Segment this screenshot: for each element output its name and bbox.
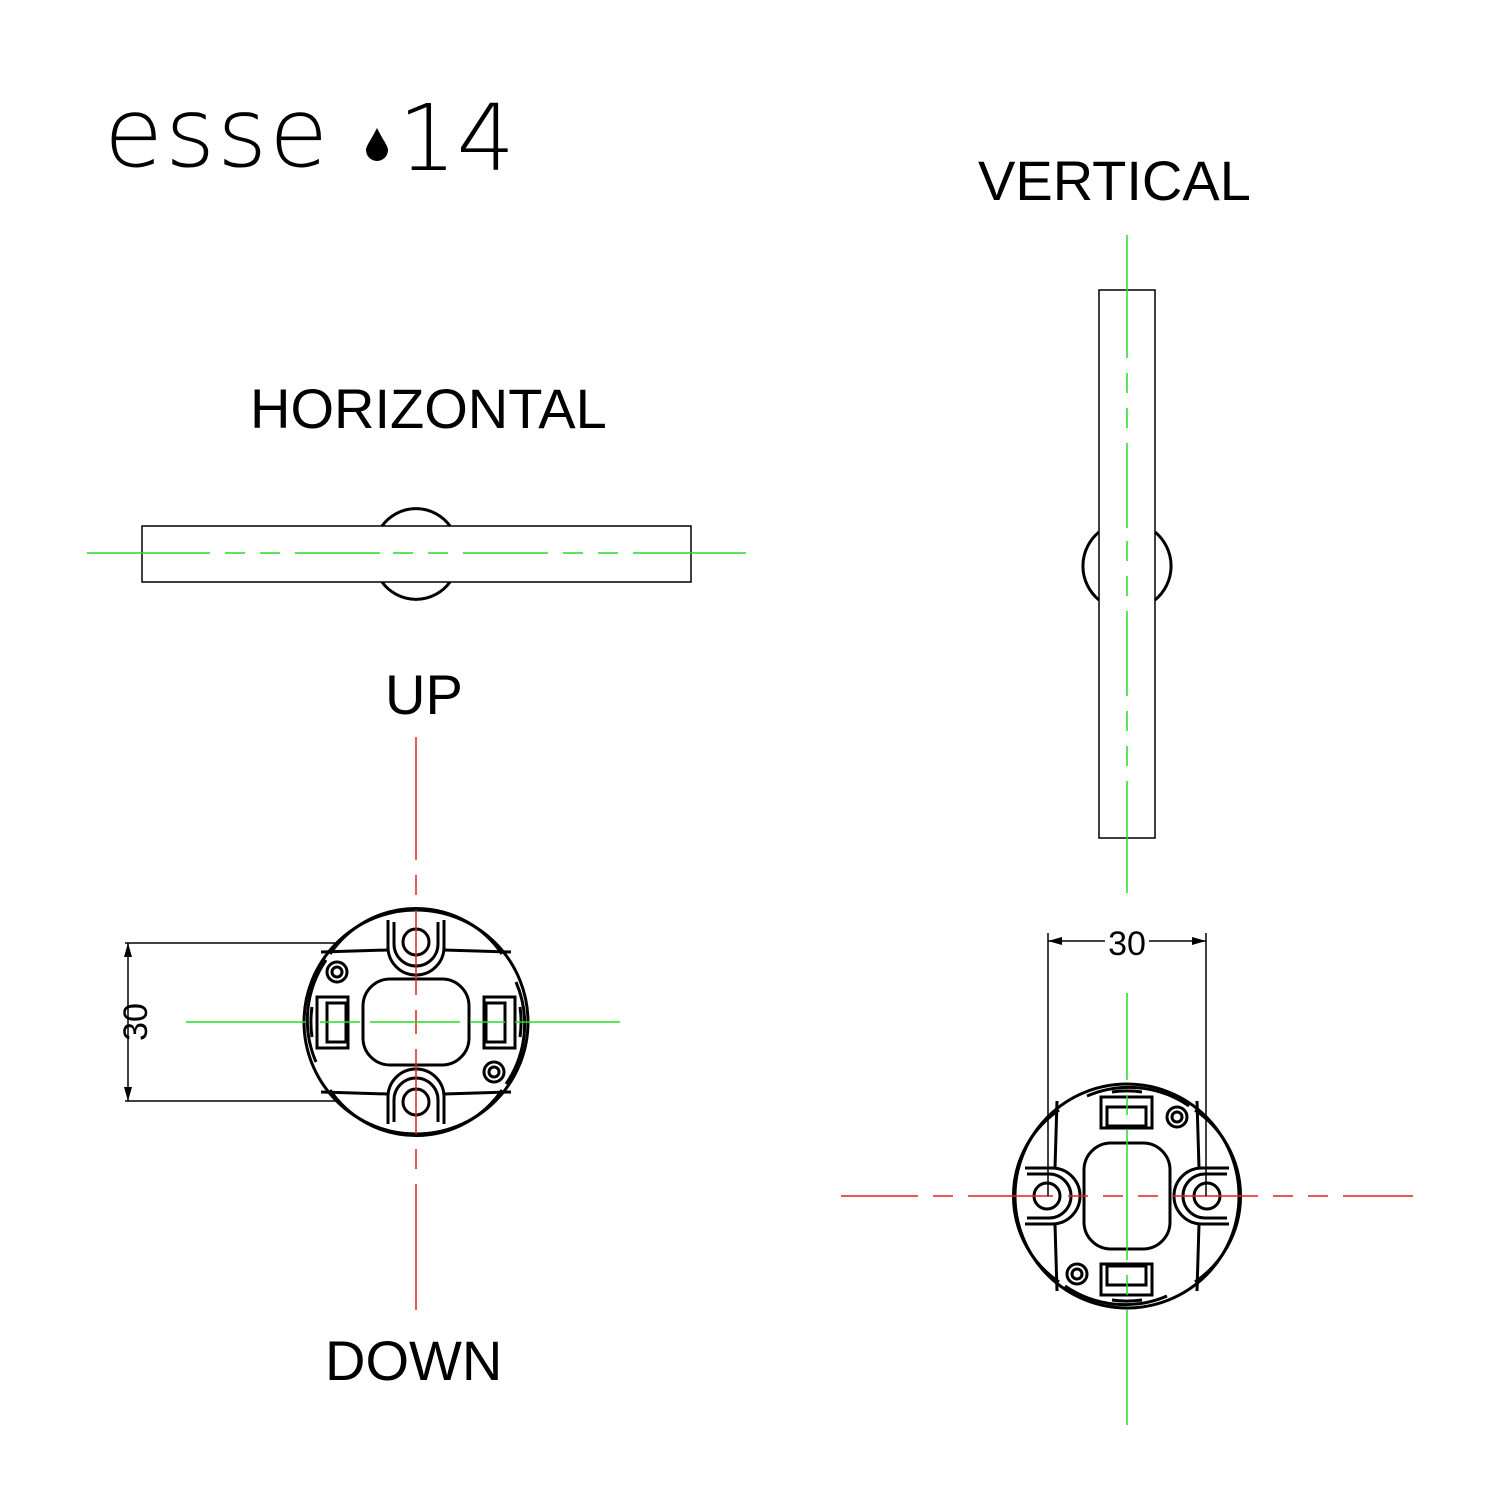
vertical-fixture-view	[1081, 235, 1173, 893]
label-horizontal: HORIZONTAL	[250, 377, 607, 440]
horizontal-fixture-view	[87, 507, 746, 601]
dimension-30-right: 30	[1108, 925, 1146, 963]
mounting-plate-up-down: 30	[117, 737, 620, 1310]
mounting-plate-side: 30	[841, 925, 1413, 1425]
esse14-logo: esse 14	[104, 77, 515, 192]
water-drop-icon	[366, 128, 388, 161]
dimension-30-left: 30	[117, 1003, 155, 1041]
logo-text-14: 14	[398, 85, 515, 192]
label-vertical: VERTICAL	[978, 149, 1251, 212]
label-down: DOWN	[325, 1329, 502, 1392]
logo-text-esse: esse	[104, 77, 330, 189]
label-up: UP	[385, 663, 463, 726]
